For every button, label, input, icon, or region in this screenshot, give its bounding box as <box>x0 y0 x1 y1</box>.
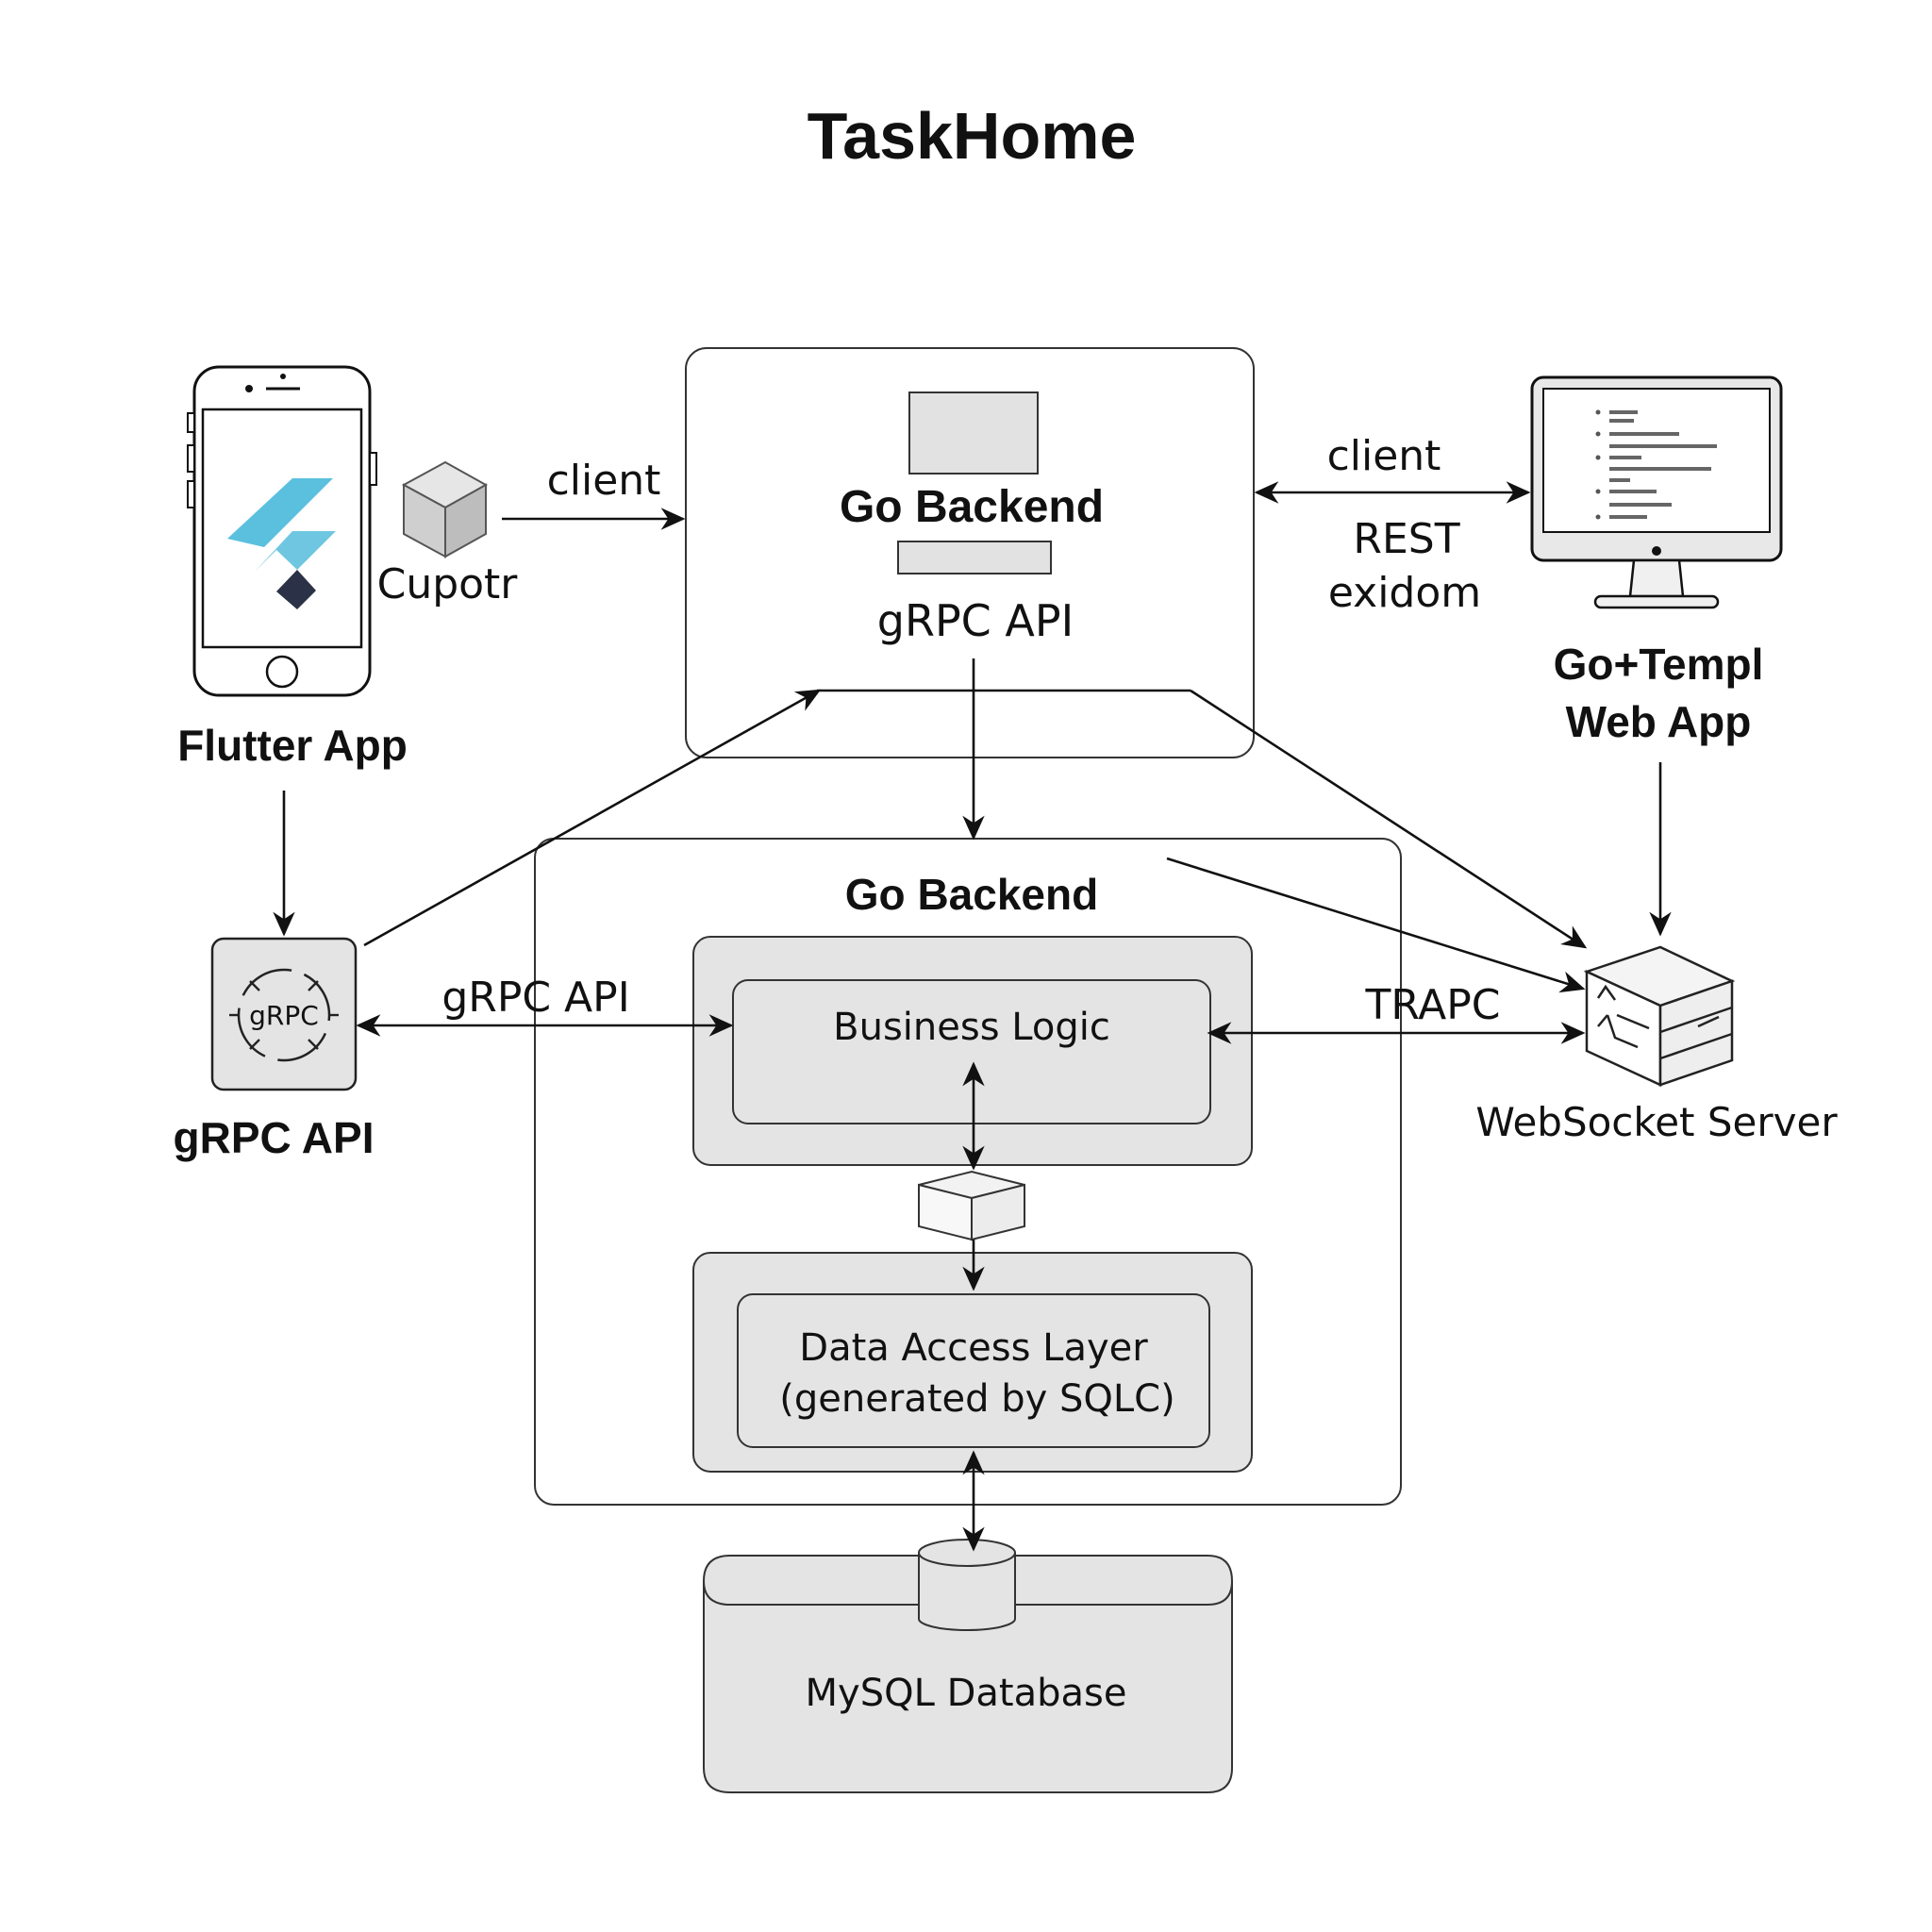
grpc-badge-label: gRPC <box>249 1000 319 1031</box>
go-backend-top-panel: Go Backend gRPC API <box>685 347 1255 758</box>
diagram-title: TaskHome <box>808 99 1137 173</box>
trapc-label: TRAPC <box>1364 981 1500 1029</box>
grpc-api-left-node: gRPC gRPC API <box>174 937 375 1162</box>
client-right-label: client <box>1327 432 1441 480</box>
backend-block-icon <box>908 391 1039 475</box>
web-app-label-line1: Go+Templ <box>1554 640 1764 689</box>
backend-bar-icon <box>897 541 1052 575</box>
connector-cube-icon <box>918 1170 1025 1241</box>
cupotr-node: Cupotr <box>377 460 519 608</box>
mysql-database-label: MySQL Database <box>806 1672 1127 1715</box>
data-access-layer-node: Data Access Layer (generated by SQLC) <box>692 1252 1253 1473</box>
websocket-server-label: WebSocket Server <box>1475 1099 1838 1145</box>
cupotr-label: Cupotr <box>377 560 519 608</box>
business-logic-node: Business Logic <box>692 936 1253 1166</box>
top-backend-to-websocket-arrow <box>1190 689 1588 949</box>
flutter-logo-icon <box>227 478 336 609</box>
server-icon <box>1583 945 1736 1087</box>
grpc-api-link-label: gRPC API <box>441 974 629 1022</box>
data-access-label-line1: Data Access Layer <box>799 1326 1148 1370</box>
go-backend-top-label: Go Backend <box>840 482 1104 532</box>
mysql-database-node: MySQL Database <box>703 1539 1233 1793</box>
grpc-api-left-label: gRPC API <box>174 1113 375 1162</box>
go-backend-main-label: Go Backend <box>845 870 1098 919</box>
business-logic-label: Business Logic <box>833 1006 1110 1049</box>
rest-label: REST <box>1353 515 1459 563</box>
grpc-badge-icon: gRPC <box>210 937 358 1091</box>
cube-icon <box>401 460 489 558</box>
grpc-to-top-backend-arrow <box>363 689 822 947</box>
data-access-label-line2: (generated by SQLC) <box>779 1377 1174 1421</box>
grpc-api-top-label: gRPC API <box>877 595 1074 646</box>
client-left-label: client <box>547 457 661 505</box>
websocket-server-node: WebSocket Server <box>1475 945 1838 1145</box>
monitor-icon <box>1530 375 1783 609</box>
main-backend-to-websocket-arrow <box>1166 857 1586 993</box>
flutter-app-label: Flutter App <box>177 721 408 770</box>
flutter-app-node: Flutter App <box>177 365 408 770</box>
exidom-label: exidom <box>1328 569 1481 617</box>
web-app-node: Go+Templ Web App <box>1530 375 1783 746</box>
phone-icon <box>187 365 377 697</box>
web-app-label-line2: Web App <box>1566 697 1752 746</box>
database-cylinder-icon <box>918 1539 1016 1631</box>
